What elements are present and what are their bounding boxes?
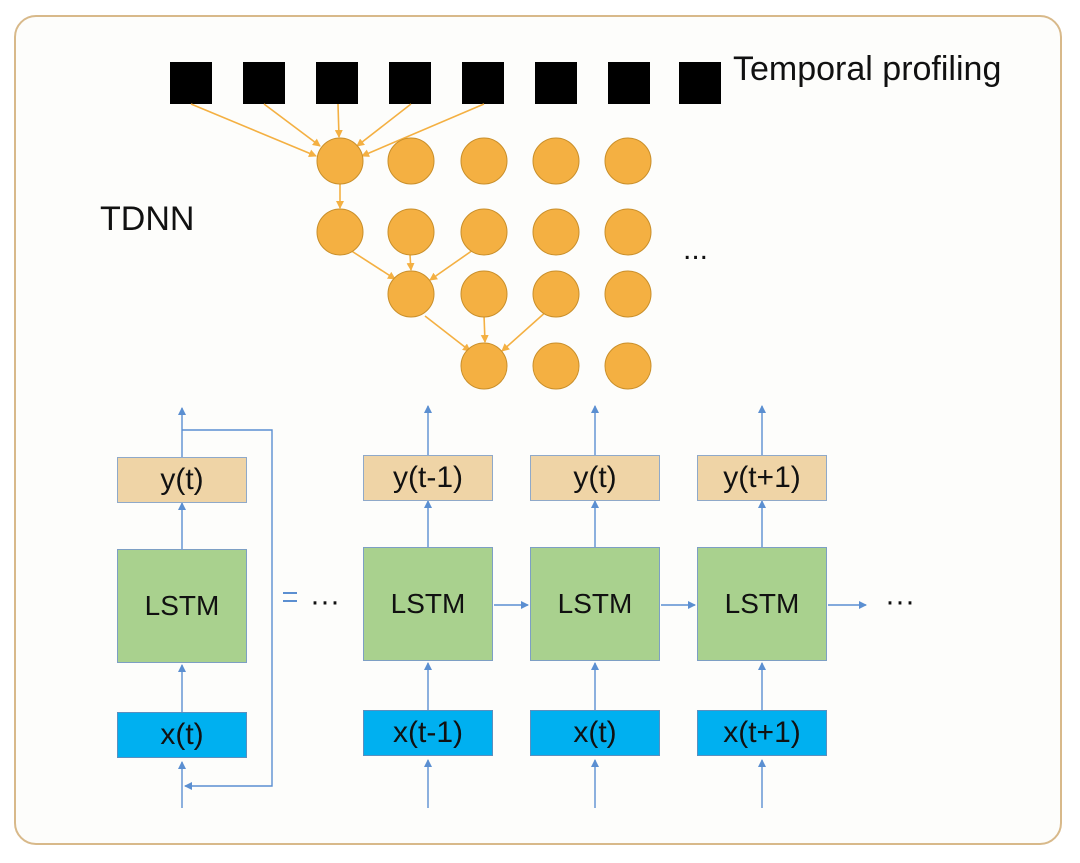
tdnn-node [460, 137, 508, 185]
tdnn-node [604, 342, 652, 390]
tdnn-node [532, 137, 580, 185]
output-box-t-minus-1: y(t-1) [363, 455, 493, 501]
lstm-cell-t-plus-1: LSTM [697, 547, 827, 661]
tdnn-node [604, 137, 652, 185]
tdnn-node [387, 208, 435, 256]
recurrent-loop [182, 429, 273, 790]
unroll-ellipsis-left: ··· [310, 585, 340, 618]
unroll-ellipsis-right: ··· [885, 585, 915, 618]
arrow [361, 103, 485, 157]
lstm-cell-t: LSTM [530, 547, 660, 661]
tdnn-node [532, 208, 580, 256]
arrow [480, 314, 489, 343]
tdnn-node [316, 137, 364, 185]
tdnn-node [604, 208, 652, 256]
arrow [424, 315, 471, 352]
square [243, 62, 285, 104]
arrow [190, 103, 317, 158]
arrow [349, 249, 396, 280]
tdnn-node [387, 270, 435, 318]
tdnn-node [460, 342, 508, 390]
equals-sign [283, 592, 297, 606]
lstm-cell-t-minus-1: LSTM [363, 547, 493, 661]
square [535, 62, 577, 104]
square [389, 62, 431, 104]
arrow [429, 249, 474, 281]
output-box-t: y(t) [530, 455, 660, 501]
rolled-arrows [178, 407, 273, 808]
arrow [334, 103, 343, 138]
square [679, 62, 721, 104]
square [608, 62, 650, 104]
output-box-t-plus-1: y(t+1) [697, 455, 827, 501]
tdnn-node [460, 208, 508, 256]
tdnn-node [387, 137, 435, 185]
square [462, 62, 504, 104]
temporal-profiling-label: Temporal profiling [733, 50, 1002, 88]
tdnn-node [460, 270, 508, 318]
tdnn-nodes [316, 137, 652, 390]
tdnn-node [532, 342, 580, 390]
arrow [501, 309, 549, 352]
input-box-t-plus-1: x(t+1) [697, 710, 827, 756]
arrow [263, 103, 321, 147]
arrow [406, 254, 415, 271]
tdnn-label: TDNN [100, 200, 195, 238]
square [316, 62, 358, 104]
arrow [356, 103, 412, 147]
square [170, 62, 212, 104]
rolled-lstm-cell: LSTM [117, 549, 247, 663]
tdnn-ellipsis: ... [683, 233, 709, 266]
unrolled-arrows [424, 405, 867, 808]
tdnn-node [532, 270, 580, 318]
tdnn-node [604, 270, 652, 318]
rolled-input-box: x(t) [117, 712, 247, 758]
input-box-t-minus-1: x(t-1) [363, 710, 493, 756]
tdnn-node [316, 208, 364, 256]
temporal-squares [170, 62, 721, 104]
tdnn-arrows [190, 103, 549, 352]
input-box-t: x(t) [530, 710, 660, 756]
rolled-output-box: y(t) [117, 457, 247, 503]
